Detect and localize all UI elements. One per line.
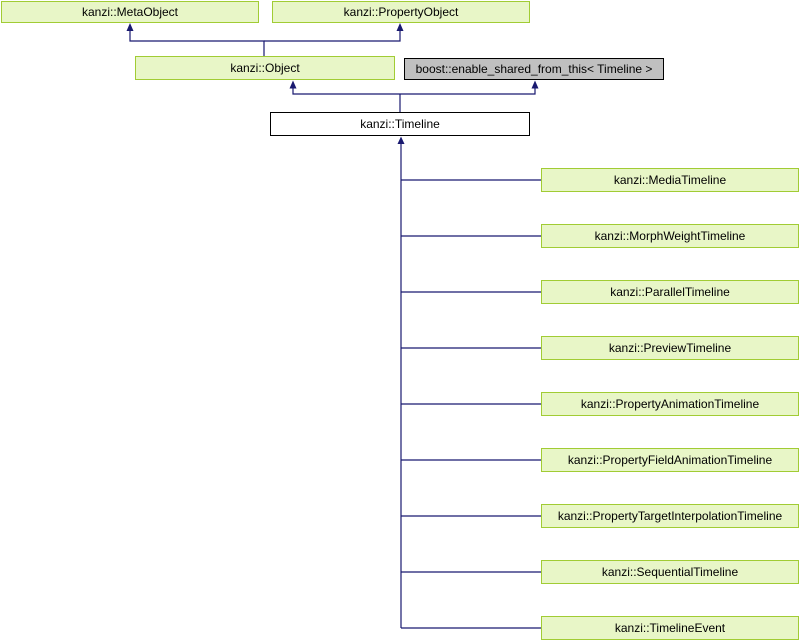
edge-object-to-metaobject: [129, 30, 265, 56]
node-kanzi-previewtimeline[interactable]: kanzi::PreviewTimeline: [541, 336, 799, 360]
node-kanzi-timeline-focus: kanzi::Timeline: [270, 112, 530, 136]
node-kanzi-propertytargetinterpolationtimeline[interactable]: kanzi::PropertyTargetInterpolationTimeli…: [541, 504, 799, 528]
node-kanzi-object[interactable]: kanzi::Object: [135, 56, 395, 80]
node-kanzi-propertyfieldanimationtimeline[interactable]: kanzi::PropertyFieldAnimationTimeline: [541, 448, 799, 472]
node-kanzi-paralleltimeline[interactable]: kanzi::ParallelTimeline: [541, 280, 799, 304]
arrowhead-into-enable-shared-from-this: [531, 80, 539, 89]
arrowhead-into-object: [289, 80, 297, 89]
node-boost-enable-shared-from-this[interactable]: boost::enable_shared_from_this< Timeline…: [404, 58, 664, 80]
edge-timeline-bases-bus: [292, 88, 536, 95]
node-kanzi-sequentialtimeline[interactable]: kanzi::SequentialTimeline: [541, 560, 799, 584]
arrowhead-into-propertyobject: [396, 23, 404, 31]
node-kanzi-propertyanimationtimeline[interactable]: kanzi::PropertyAnimationTimeline: [541, 392, 799, 416]
node-kanzi-metaobject[interactable]: kanzi::MetaObject: [1, 1, 259, 23]
arrowhead-into-metaobject: [126, 23, 134, 31]
arrowhead-into-timeline: [397, 136, 405, 144]
edge-object-to-propertyobject: [264, 30, 401, 42]
node-kanzi-timelineevent[interactable]: kanzi::TimelineEvent: [541, 616, 799, 640]
node-kanzi-propertyobject[interactable]: kanzi::PropertyObject: [272, 1, 530, 23]
node-kanzi-mediatimeline[interactable]: kanzi::MediaTimeline: [541, 168, 799, 192]
node-kanzi-morphweighttimeline[interactable]: kanzi::MorphWeightTimeline: [541, 224, 799, 248]
